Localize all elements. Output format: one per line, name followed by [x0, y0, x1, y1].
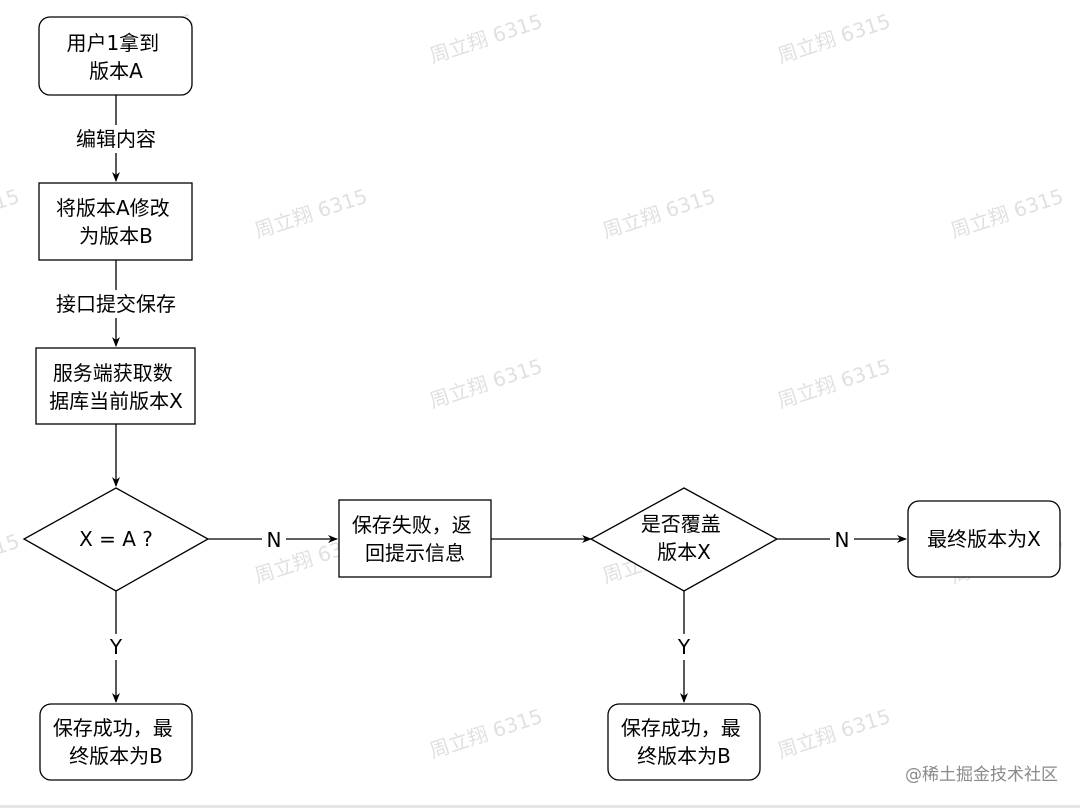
decision-overwrite-version-x: [589, 487, 779, 592]
node-user-gets-version-a: [38, 16, 193, 96]
watermark-text: 周立翔 6315: [0, 529, 22, 588]
edge-label-edit-content: 编辑内容: [76, 127, 156, 151]
watermark-text: 周立翔 6315: [774, 9, 893, 68]
watermark-text: 周立翔 6315: [774, 704, 893, 763]
edge-label-yes-1: Y: [109, 635, 123, 659]
watermark-text: 周立翔 6315: [947, 184, 1066, 243]
node-text-user-gets-version-a: 用户1拿到 版本A: [66, 31, 165, 83]
edge-label-yes-2: Y: [677, 635, 691, 659]
bottom-divider: [0, 805, 1080, 808]
node-save-failed: [338, 499, 492, 578]
site-credit: @稀土掘金技术社区: [905, 765, 1058, 785]
node-text-decision-x-equals-a: X = A ?: [79, 527, 153, 551]
node-text-modify-to-version-b: 将版本A修改 为版本B: [56, 196, 176, 248]
watermark-text: 周立翔 6315: [426, 704, 545, 763]
node-save-success-left: [39, 703, 193, 781]
node-text-final-version-x: 最终版本为X: [927, 527, 1041, 551]
watermark-text: 周立翔 6315: [426, 9, 545, 68]
node-save-success-right: [607, 703, 761, 781]
watermark-text: 周立翔 6315: [0, 184, 22, 243]
watermark-text: 周立翔 6315: [426, 354, 545, 413]
watermark-text: 周立翔 6315: [774, 354, 893, 413]
watermark-text: 周立翔 6315: [599, 184, 718, 243]
node-server-fetch-version-x: [35, 347, 196, 425]
watermark-text: 周立翔 6315: [251, 184, 370, 243]
decision-x-equals-a: [22, 487, 210, 592]
node-text-server-fetch-version-x: 服务端获取数 据库当前版本X: [49, 361, 183, 413]
edge-label-no-1: N: [267, 528, 282, 552]
node-text-save-failed: 保存失败，返 回提示信息: [352, 513, 478, 565]
node-text-save-success-left: 保存成功，最 终版本为B: [53, 716, 179, 768]
node-modify-to-version-b: [38, 182, 193, 261]
node-text-save-success-right: 保存成功，最 终版本为B: [621, 716, 747, 768]
edge-label-no-2: N: [835, 528, 850, 552]
node-text-overwrite-version-x: 是否覆盖 版本X: [641, 512, 727, 564]
node-final-version-x: [907, 500, 1061, 578]
edge-label-submit-save: 接口提交保存: [56, 292, 176, 316]
